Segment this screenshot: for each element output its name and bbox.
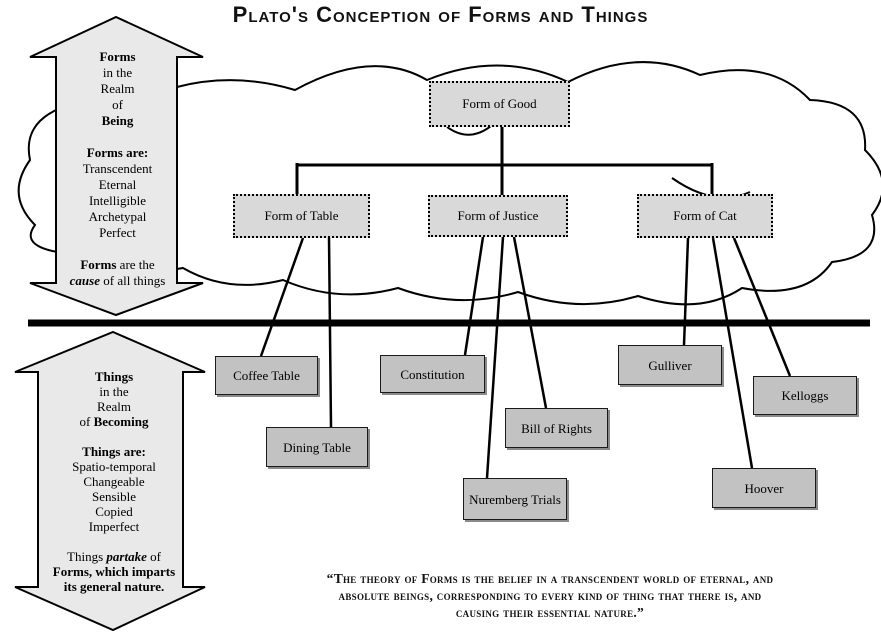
bill-of-rights-box: Bill of Rights xyxy=(505,408,608,448)
quote-line-1: “The theory of Forms is the belief in a … xyxy=(326,571,774,586)
edge-table-coffee xyxy=(259,237,305,357)
form-of-table-box: Form of Table xyxy=(233,194,370,238)
form-of-good-box: Form of Good xyxy=(429,81,570,127)
edge-table-dining xyxy=(327,237,333,428)
kelloggs-box: Kelloggs xyxy=(753,376,857,415)
edge-cat-gulliver xyxy=(682,237,690,346)
forms-being-arrow xyxy=(29,15,204,317)
hoover-box: Hoover xyxy=(712,468,816,508)
form-of-justice-box: Form of Justice xyxy=(428,195,568,237)
dining-table-box: Dining Table xyxy=(266,427,368,467)
cloud-detail-arc-under-good xyxy=(446,125,492,136)
quote-line-3: causing their essential nature.” xyxy=(455,605,645,620)
form-to-thing-edges xyxy=(259,236,792,479)
edge-justice-constitution xyxy=(463,236,485,356)
forms-tree-connectors xyxy=(295,127,714,196)
form-of-cat-box: Form of Cat xyxy=(637,194,773,238)
gulliver-box: Gulliver xyxy=(618,345,722,385)
cloud-shape xyxy=(17,61,881,306)
edge-cat-kelloggs xyxy=(732,237,792,377)
things-becoming-arrow xyxy=(14,330,206,632)
edge-cat-hoover xyxy=(711,237,754,469)
constitution-box: Constitution xyxy=(380,355,485,393)
page-title: Plato's Conception of Forms and Things xyxy=(232,2,649,27)
theory-of-forms-quote: “The theory of Forms is the belief in a … xyxy=(235,570,865,621)
edge-justice-nuremberg xyxy=(485,236,505,479)
nuremberg-trials-box: Nuremberg Trials xyxy=(463,478,567,520)
coffee-table-box: Coffee Table xyxy=(215,356,318,395)
quote-line-2: absolute beings, corresponding to every … xyxy=(338,588,762,603)
